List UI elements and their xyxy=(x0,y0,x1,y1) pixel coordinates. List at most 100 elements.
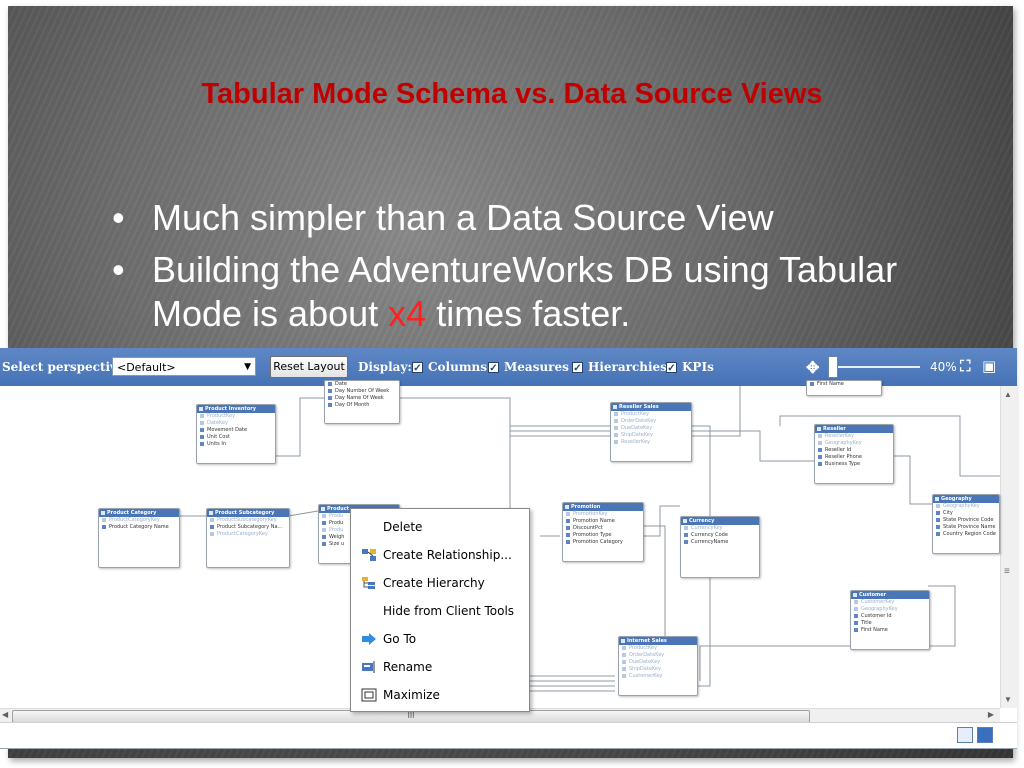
table-product-category[interactable]: Product Category ProductCategoryKey Prod… xyxy=(98,508,180,568)
table-column[interactable]: ProductKey xyxy=(611,411,691,418)
pan-window-icon[interactable]: ▣ xyxy=(982,357,997,375)
table-reseller-sales[interactable]: Reseller Sales ProductKey OrderDateKey D… xyxy=(610,402,692,462)
measures-checkbox[interactable]: ✓ Measures xyxy=(488,360,569,374)
table-column[interactable]: OrderDateKey xyxy=(619,652,697,659)
table-column[interactable]: Product Category Name xyxy=(99,524,179,531)
table-column[interactable]: Produ xyxy=(319,527,399,534)
table-column[interactable]: Date xyxy=(325,381,399,388)
table-column[interactable]: Produ xyxy=(319,520,399,527)
scroll-up-icon[interactable]: ▲ xyxy=(1004,390,1012,399)
table-promotion[interactable]: Promotion PromotionKey Promotion Name Di… xyxy=(562,502,644,562)
table-column[interactable]: Customer Id xyxy=(851,613,929,620)
table-column[interactable]: Title xyxy=(851,620,929,627)
table-column[interactable]: Weigh xyxy=(319,534,399,541)
table-column[interactable]: DateKey xyxy=(197,420,275,427)
menu-item-go-to[interactable]: Go To xyxy=(351,626,529,652)
scroll-left-icon[interactable]: ◀ xyxy=(2,710,9,719)
table-header[interactable]: Product Subcategory xyxy=(207,509,289,517)
table-column[interactable]: ShipDateKey xyxy=(611,432,691,439)
table-product-inventory[interactable]: Product Inventory ProductKey DateKey Mov… xyxy=(196,404,276,464)
table-column[interactable]: State Province Name xyxy=(933,524,999,531)
menu-item-create-relationship[interactable]: Create Relationship... xyxy=(351,542,529,568)
table-column[interactable]: CurrencyKey xyxy=(681,525,759,532)
table-column[interactable]: ProductCategoryKey xyxy=(207,531,289,538)
table-column[interactable]: First Name xyxy=(851,627,929,634)
table-header[interactable]: Geography xyxy=(933,495,999,503)
table-header[interactable]: Product Inventory xyxy=(197,405,275,413)
columns-checkbox[interactable]: ✓ Columns xyxy=(412,360,487,374)
table-header[interactable]: Reseller xyxy=(815,425,893,433)
table-column[interactable]: OrderDateKey xyxy=(611,418,691,425)
grid-view-icon[interactable] xyxy=(957,727,973,743)
zoom-slider-track[interactable] xyxy=(832,366,920,368)
hierarchies-checkbox[interactable]: ✓ Hierarchies xyxy=(572,360,667,374)
table-product-subcategory[interactable]: Product Subcategory ProductSubcategoryKe… xyxy=(206,508,290,568)
vertical-scrollbar[interactable]: ▲ ≡ ▼ xyxy=(1000,386,1017,708)
table-column[interactable]: ProductCategoryKey xyxy=(99,517,179,524)
reset-layout-button[interactable]: Reset Layout xyxy=(270,356,348,378)
zoom-slider-thumb[interactable] xyxy=(828,356,838,378)
table-column[interactable]: Promotion Name xyxy=(563,518,643,525)
table-column[interactable]: Units In xyxy=(197,441,275,448)
table-header[interactable]: Customer xyxy=(851,591,929,599)
table-column[interactable]: Country Region Code xyxy=(933,531,999,538)
table-column[interactable]: Day Of Month xyxy=(325,402,399,409)
table-column[interactable]: DiscountPct xyxy=(563,525,643,532)
table-column[interactable]: Day Name Of Week xyxy=(325,395,399,402)
table-column[interactable]: Unit Cost xyxy=(197,434,275,441)
table-column[interactable]: Promotion Category xyxy=(563,539,643,546)
table-column[interactable]: ResellerKey xyxy=(815,433,893,440)
table-column[interactable]: GeographyKey xyxy=(815,440,893,447)
table-top-right[interactable]: First Name xyxy=(806,380,882,396)
table-column[interactable]: Business Type xyxy=(815,461,893,468)
table-column[interactable]: PromotionKey xyxy=(563,511,643,518)
table-customer[interactable]: Customer CustomerKey GeographyKey Custom… xyxy=(850,590,930,650)
table-column[interactable]: Currency Code xyxy=(681,532,759,539)
menu-item-rename[interactable]: Rename xyxy=(351,654,529,680)
table-column[interactable]: CurrencyName xyxy=(681,539,759,546)
table-column[interactable]: ResellerKey xyxy=(611,439,691,446)
table-column[interactable]: City xyxy=(933,510,999,517)
table-column[interactable]: Reseller Id xyxy=(815,447,893,454)
table-header[interactable]: Product Category xyxy=(99,509,179,517)
table-geography[interactable]: Geography GeographyKey City State Provin… xyxy=(932,494,1000,554)
table-column[interactable]: ShipDateKey xyxy=(619,666,697,673)
table-column[interactable]: ProductKey xyxy=(197,413,275,420)
table-column[interactable]: Product Subcategory Na... xyxy=(207,524,289,531)
table-column[interactable]: Day Number Of Week xyxy=(325,388,399,395)
table-reseller[interactable]: Reseller ResellerKey GeographyKey Resell… xyxy=(814,424,894,484)
table-column[interactable]: State Province Code xyxy=(933,517,999,524)
fit-to-screen-icon[interactable]: ⛶ xyxy=(960,357,971,375)
table-column[interactable]: GeographyKey xyxy=(851,606,929,613)
table-column[interactable]: CustomerKey xyxy=(619,673,697,680)
menu-item-delete[interactable]: Delete xyxy=(351,514,529,540)
table-column[interactable]: DueDateKey xyxy=(619,659,697,666)
kpis-checkbox[interactable]: ✓ KPIs xyxy=(666,360,714,374)
table-column[interactable]: First Name xyxy=(807,381,881,388)
table-column[interactable]: CustomerKey xyxy=(851,599,929,606)
table-internet-sales[interactable]: Internet Sales ProductKey OrderDateKey D… xyxy=(618,636,698,696)
table-header[interactable]: Internet Sales xyxy=(619,637,697,645)
menu-item-maximize[interactable]: Maximize xyxy=(351,682,529,708)
table-column[interactable]: Size u xyxy=(319,541,399,548)
table-column[interactable]: ProductKey xyxy=(619,645,697,652)
menu-item-hide-from-client-tools[interactable]: Hide from Client Tools xyxy=(351,598,529,624)
table-header[interactable]: Promotion xyxy=(563,503,643,511)
table-column[interactable]: ProductSubcategoryKey xyxy=(207,517,289,524)
table-column[interactable]: Reseller Phone xyxy=(815,454,893,461)
table-column[interactable]: Produ xyxy=(319,513,399,520)
scroll-down-icon[interactable]: ▼ xyxy=(1004,695,1012,704)
table-currency[interactable]: Currency CurrencyKey Currency Code Curre… xyxy=(680,516,760,578)
perspective-dropdown[interactable]: <Default> ▼ xyxy=(112,357,256,376)
table-header[interactable]: Currency xyxy=(681,517,759,525)
diagram-view-icon[interactable] xyxy=(977,727,993,743)
table-date[interactable]: Date Day Number Of Week Day Name Of Week… xyxy=(324,380,400,424)
menu-item-create-hierarchy[interactable]: Create Hierarchy xyxy=(351,570,529,596)
scroll-right-icon[interactable]: ▶ xyxy=(987,710,994,719)
table-column[interactable]: DueDateKey xyxy=(611,425,691,432)
table-header[interactable]: Reseller Sales xyxy=(611,403,691,411)
move-icon[interactable]: ✥ xyxy=(806,358,820,377)
table-column[interactable]: Movement Date xyxy=(197,427,275,434)
table-column[interactable]: Promotion Type xyxy=(563,532,643,539)
table-column[interactable]: GeographyKey xyxy=(933,503,999,510)
